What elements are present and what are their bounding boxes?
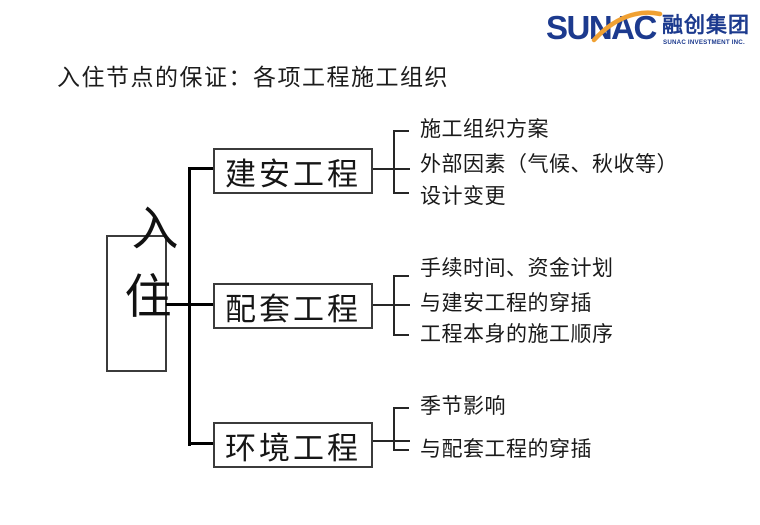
page-title: 入住节点的保证：各项工程施工组织 bbox=[57, 65, 449, 90]
leaf-item-1-2: 外部因素（气候、秋收等） bbox=[420, 152, 678, 176]
leaf-item-2-3: 工程本身的施工顺序 bbox=[420, 322, 614, 346]
leaf-item-1-3: 设计变更 bbox=[420, 184, 506, 208]
bracket-tick-1-3 bbox=[393, 192, 409, 194]
root-node-char-2: 住 bbox=[124, 272, 172, 324]
bracket-connector-2 bbox=[373, 304, 410, 306]
sunac-logo: SUNAC 融创集团 SUNAC INVESTMENT INC. bbox=[546, 9, 750, 46]
root-connector-line bbox=[166, 303, 214, 306]
bracket-line-2 bbox=[393, 275, 395, 336]
leaf-item-1-1: 施工组织方案 bbox=[420, 117, 549, 141]
bracket-tick-1-1 bbox=[393, 130, 409, 132]
sunac-company-cn: 融创集团 bbox=[662, 13, 750, 37]
leaf-item-3-2: 与配套工程的穿插 bbox=[420, 437, 592, 461]
root-node-char-1: 入 bbox=[131, 204, 179, 256]
sunac-company-en: SUNAC INVESTMENT INC. bbox=[663, 39, 745, 46]
branch-box-peitao: 配套工程 bbox=[213, 283, 373, 329]
branch-elbow-bottom bbox=[188, 442, 214, 445]
bracket-tick-3-2 bbox=[393, 449, 409, 451]
leaf-item-2-2: 与建安工程的穿插 bbox=[420, 291, 592, 315]
leaf-item-3-1: 季节影响 bbox=[420, 394, 506, 418]
bracket-tick-3-1 bbox=[393, 407, 409, 409]
bracket-line-3 bbox=[393, 407, 395, 451]
bracket-line-1 bbox=[393, 130, 395, 194]
branch-elbow-top bbox=[188, 167, 214, 170]
leaf-item-2-1: 手续时间、资金计划 bbox=[420, 256, 614, 280]
sunac-swoosh-icon bbox=[591, 10, 663, 43]
branch-box-jianan: 建安工程 bbox=[213, 148, 373, 194]
bracket-tick-2-1 bbox=[393, 275, 409, 277]
branch-box-huanjing: 环境工程 bbox=[213, 422, 373, 468]
trunk-line bbox=[188, 167, 191, 446]
bracket-connector-1 bbox=[373, 168, 410, 170]
bracket-connector-3 bbox=[373, 440, 410, 442]
bracket-tick-2-3 bbox=[393, 334, 409, 336]
